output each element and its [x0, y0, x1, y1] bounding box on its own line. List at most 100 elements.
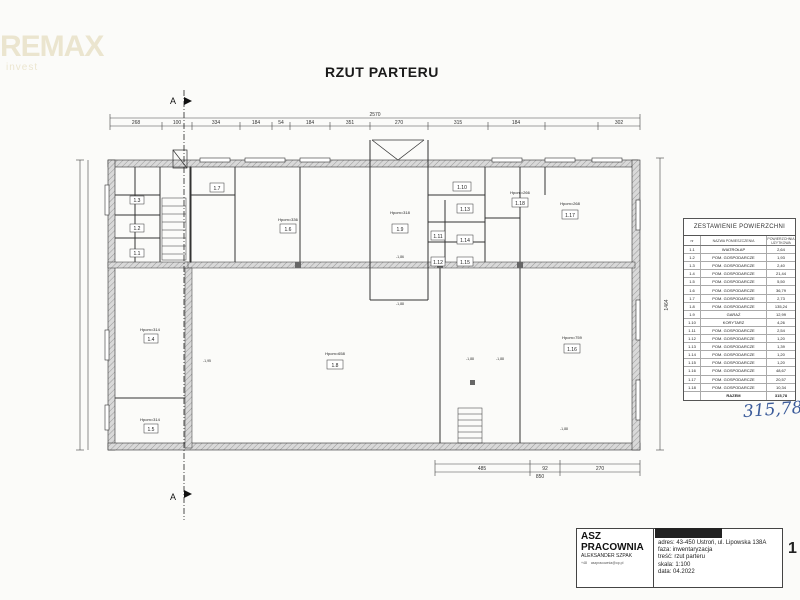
project-info: adres: 43-450 Ustroń, ul. Lipowska 138A …: [654, 529, 782, 587]
area-room-name: POM. GOSPODARCZE: [701, 278, 767, 286]
company-stamp: ASZ PRACOWNIA ALEKSANDER SZPAK +48 aszpr…: [577, 529, 654, 587]
area-room-number: 1.6: [684, 286, 701, 294]
level-marker: -1,88: [466, 357, 474, 361]
area-room-name: POM. GOSPODARCZE: [701, 375, 767, 383]
area-room-name: POM. GOSPODARCZE: [701, 270, 767, 278]
svg-text:Hpom=266: Hpom=266: [510, 190, 530, 195]
area-room-value: 21,44: [775, 271, 786, 277]
area-room-value: 5,50: [777, 279, 785, 285]
area-room-number: 1.10: [684, 318, 701, 326]
dim-top-seg: 334: [212, 120, 221, 126]
svg-text:1.10: 1.10: [457, 185, 467, 191]
area-room-number: 1.4: [684, 270, 701, 278]
dim-top-seg: 268: [132, 120, 141, 126]
svg-text:Hpom=268: Hpom=268: [560, 201, 580, 206]
area-room-value: 2,40: [777, 263, 785, 269]
svg-text:1.3: 1.3: [134, 198, 141, 204]
project-content: treść: rzut parteru: [658, 554, 706, 561]
section-mark-bottom: A: [170, 492, 176, 502]
area-room-number: 1.18: [684, 383, 701, 391]
svg-text:1.17: 1.17: [565, 213, 575, 219]
dim-top-seg: 270: [395, 120, 404, 126]
area-room-name: POM. GOSPODARCZE: [701, 351, 767, 359]
room-1-14: 1.14: [456, 234, 474, 245]
room-1-11: 1.11: [430, 230, 446, 241]
dim-top-seg: 184: [252, 120, 261, 126]
svg-text:1.9: 1.9: [397, 227, 404, 233]
section-arrow-top: [184, 97, 192, 105]
room-1-16: Hpom=759 1.16: [562, 335, 583, 354]
area-room-value: 2,54: [777, 327, 785, 333]
watermark-logo: REMAX: [0, 30, 104, 63]
area-room-name: WIATROŁAP: [701, 246, 767, 254]
dim-bottom-seg: 270: [596, 466, 605, 472]
room-1-17: Hpom=268 1.17: [560, 201, 581, 220]
area-room-name: POM. GOSPODARCZE: [701, 383, 767, 391]
dim-top-seg: 315: [454, 120, 463, 126]
company-name-1: ASZ: [581, 531, 601, 542]
area-room-name: POM. GOSPODARCZE: [701, 254, 767, 262]
area-room-number: 1.9: [684, 310, 701, 318]
section-marks: A A: [170, 96, 176, 502]
area-room-value: 2,73: [777, 295, 785, 301]
area-room-value: 1,20: [777, 360, 785, 366]
windows: [104, 157, 641, 431]
svg-text:Hpom=658: Hpom=658: [325, 351, 345, 356]
dim-bottom-outer: 850: [536, 474, 545, 480]
area-room-number: 1.14: [684, 351, 701, 359]
area-room-number: 1.7: [684, 294, 701, 302]
svg-text:1.2: 1.2: [134, 226, 141, 232]
drawing-title: RZUT PARTERU: [325, 64, 439, 80]
company-name-2: PRACOWNIA: [581, 542, 644, 553]
area-room-value: 4,26: [777, 319, 785, 325]
svg-text:1.14: 1.14: [460, 238, 470, 244]
svg-text:1.1: 1.1: [134, 251, 141, 257]
project-phase: faza: inwentaryzacja: [658, 547, 713, 554]
area-room-number: 1.15: [684, 359, 701, 367]
dim-top-seg: 351: [346, 120, 355, 126]
area-room-value: 135,24: [774, 303, 788, 309]
svg-text:Hpom=759: Hpom=759: [562, 335, 582, 340]
area-room-name: POM. GOSPODARCZE: [701, 262, 767, 270]
project-address: adres: 43-450 Ustroń, ul. Lipowska 138A: [658, 540, 767, 546]
area-room-value: 1,93: [777, 255, 785, 261]
dimension-labels: 2570 268 100 334 184 54 184 351 270 315 …: [132, 112, 670, 480]
svg-text:Hpom=314: Hpom=314: [140, 417, 160, 422]
svg-text:1.6: 1.6: [285, 227, 292, 233]
level-marker: -1,88: [496, 357, 504, 361]
section-arrow-bottom: [184, 490, 192, 498]
area-room-name: POM. GOSPODARCZE: [701, 367, 767, 375]
area-room-value: 10,34: [775, 384, 786, 390]
svg-text:1.11: 1.11: [433, 234, 443, 240]
room-1-15: 1.15: [456, 256, 474, 267]
area-room-name: KORYTARZ: [701, 318, 767, 326]
level-marker: -1,88: [396, 302, 404, 306]
svg-text:1.16: 1.16: [567, 347, 577, 353]
level-markers: -1,86 -1,88 -1,95 -1,88 -1,88 -1,88: [203, 255, 568, 431]
area-room-value: 36,79: [775, 287, 786, 293]
svg-text:1.8: 1.8: [332, 363, 339, 369]
room-1-3: 1.3: [129, 195, 145, 205]
dimension-lines: [76, 114, 664, 476]
area-room-number: 1.8: [684, 302, 701, 310]
svg-text:1.7: 1.7: [214, 186, 221, 192]
entry-doors: [172, 139, 425, 169]
svg-text:1.12: 1.12: [433, 260, 443, 266]
watermark-sub: invest: [6, 62, 39, 73]
